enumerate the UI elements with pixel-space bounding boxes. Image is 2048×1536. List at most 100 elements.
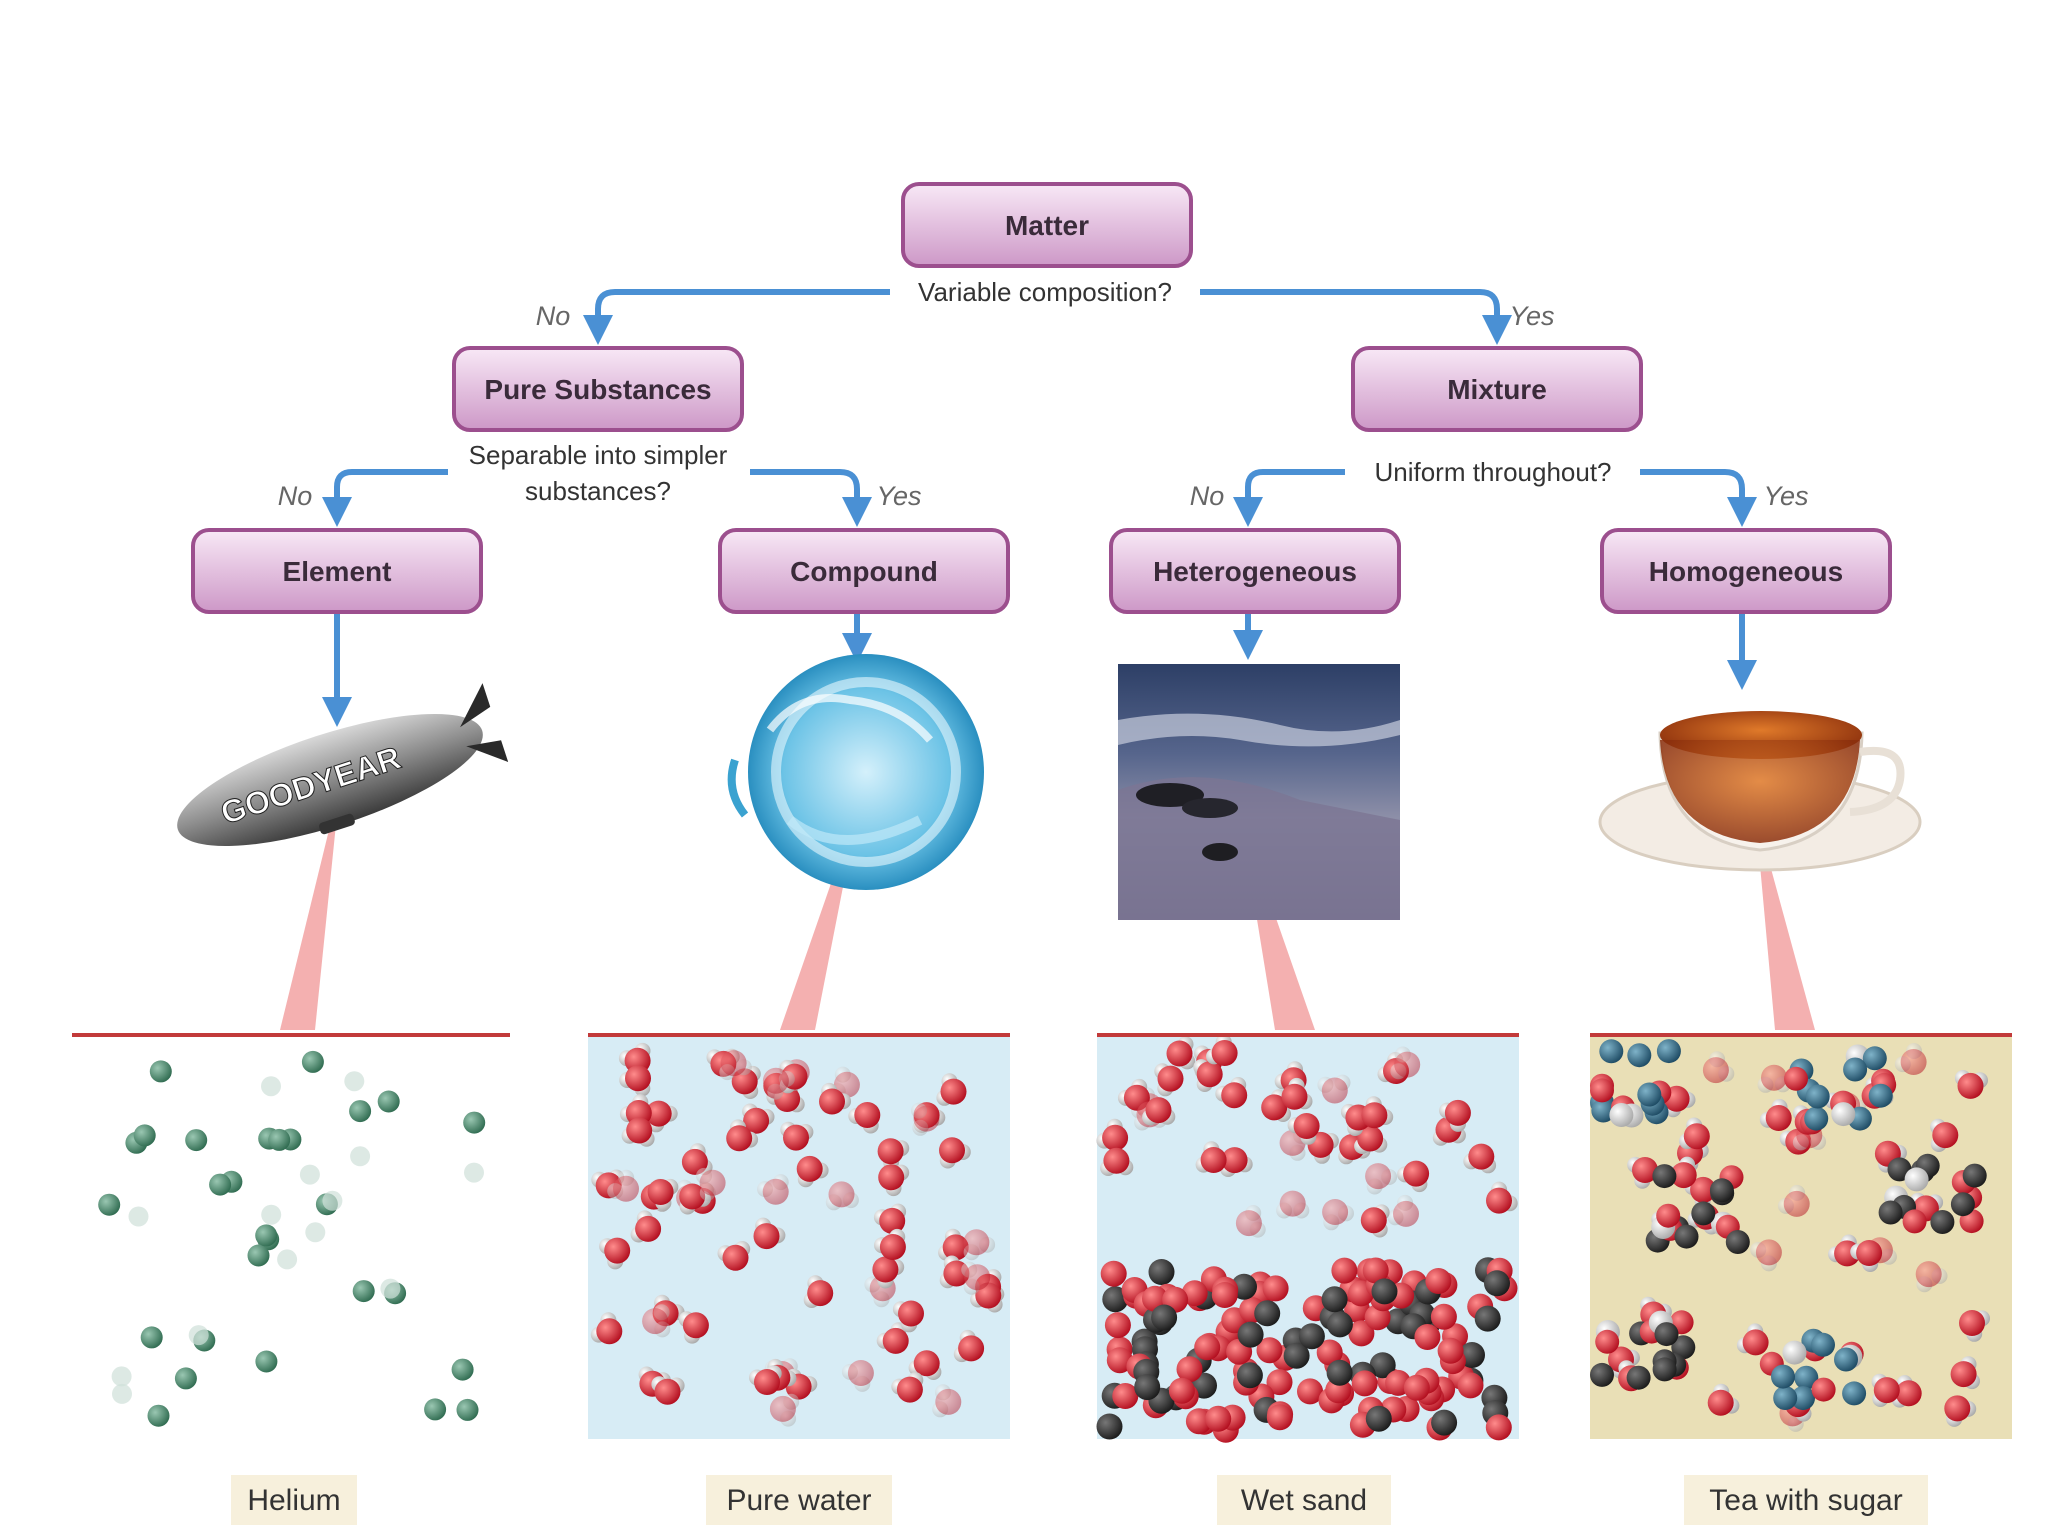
- oxygen-atom: [1414, 1324, 1441, 1350]
- silicon-atom: [1321, 1286, 1348, 1313]
- sugar-atom: [1950, 1192, 1975, 1217]
- oxygen-atom: [1403, 1160, 1430, 1187]
- silicon-atom: [1484, 1270, 1510, 1297]
- helium-atom: [451, 1358, 474, 1381]
- silicon-atom: [1371, 1278, 1398, 1305]
- answer-yes-homogeneous: Yes: [1763, 481, 1808, 511]
- node-pure-substances-label: Pure Substances: [484, 374, 711, 405]
- oxygen-atom: [963, 1229, 990, 1256]
- example-helium-text: Helium: [247, 1484, 340, 1517]
- sugar-atom: [1656, 1203, 1681, 1228]
- oxygen-atom: [913, 1105, 940, 1132]
- oxygen-atom: [807, 1280, 834, 1307]
- oxygen-atom: [1365, 1163, 1392, 1190]
- oxygen-atom: [1915, 1261, 1942, 1288]
- example-tea-with-sugar-text: Tea with sugar: [1709, 1484, 1902, 1517]
- sugar-atom: [1794, 1365, 1819, 1390]
- arrow-to-mixture: [1200, 289, 1512, 345]
- oxygen-atom: [613, 1175, 639, 1202]
- oxygen-atom: [1755, 1239, 1782, 1266]
- example-wet-sand-text: Wet sand: [1241, 1484, 1367, 1517]
- silicon-atom: [1151, 1304, 1178, 1331]
- oxygen-atom: [1262, 1275, 1289, 1302]
- oxygen-atom: [1281, 1083, 1308, 1110]
- oxygen-atom: [1403, 1374, 1430, 1401]
- oxygen-atom: [642, 1308, 669, 1335]
- helium-atom: [147, 1404, 170, 1427]
- oxygen-atom: [1393, 1200, 1419, 1227]
- helium-atom: [377, 1090, 400, 1113]
- oxygen-atom: [1486, 1187, 1512, 1214]
- oxygen-atom: [1102, 1124, 1129, 1151]
- helium-atom: [380, 1278, 401, 1299]
- helium-atom: [255, 1224, 278, 1247]
- helium-atom: [140, 1326, 163, 1349]
- sugar-atom: [1831, 1102, 1856, 1127]
- sugar-atom: [1784, 1066, 1808, 1091]
- sugar-atom: [1930, 1210, 1955, 1234]
- panel-helium: [72, 1033, 510, 1439]
- sugar-atom: [1842, 1381, 1867, 1406]
- oxygen-atom: [1200, 1147, 1227, 1173]
- zoom-pointers: [280, 785, 1815, 1030]
- node-element-label: Element: [283, 556, 392, 587]
- helium-atom: [261, 1204, 282, 1225]
- node-heterogeneous-label: Heterogeneous: [1153, 556, 1357, 587]
- oxygen-atom: [1261, 1094, 1288, 1121]
- arrow-to-compound: [750, 469, 872, 527]
- question-separable-line2: substances?: [525, 476, 671, 506]
- example-label-tea-with-sugar: Tea with sugar: [1684, 1475, 1928, 1525]
- oxygen-atom: [647, 1179, 674, 1205]
- sugar-atom: [1868, 1083, 1893, 1108]
- tea-photo: [1598, 711, 1922, 872]
- arrow-to-heterogeneous: [1233, 469, 1345, 527]
- oxygen-atom: [1670, 1162, 1697, 1189]
- helium-atom: [352, 1280, 375, 1303]
- oxygen-atom: [743, 1107, 770, 1134]
- silicon-atom: [1148, 1259, 1175, 1285]
- oxygen-atom: [1702, 1057, 1729, 1084]
- helium-atom: [149, 1060, 172, 1083]
- silicon-atom: [1431, 1409, 1458, 1436]
- question-uniform-throughout: Uniform throughout?: [1374, 457, 1611, 487]
- node-pure-substances: Pure Substances: [452, 346, 744, 432]
- answer-no-pure: No: [536, 301, 571, 331]
- sugar-atom: [1637, 1082, 1662, 1107]
- oxygen-atom: [877, 1138, 904, 1165]
- oxygen-atom: [1185, 1408, 1212, 1435]
- oxygen-atom: [596, 1318, 623, 1345]
- oxygen-atom: [964, 1264, 991, 1291]
- node-element: Element: [191, 528, 483, 614]
- oxygen-atom: [762, 1067, 789, 1094]
- oxygen-atom: [1944, 1395, 1971, 1422]
- sugar-atom: [1773, 1386, 1798, 1410]
- oxygen-atom: [1742, 1329, 1769, 1356]
- oxygen-atom: [1106, 1347, 1133, 1374]
- oxygen-atom: [1194, 1334, 1221, 1361]
- question-variable-composition: Variable composition?: [918, 277, 1172, 307]
- silicon-atom: [1326, 1359, 1353, 1386]
- oxygen-atom: [645, 1100, 672, 1127]
- sugar-atom: [1674, 1224, 1699, 1249]
- oxygen-atom: [854, 1102, 881, 1128]
- oxygen-atom: [1211, 1040, 1238, 1066]
- helium-atom: [188, 1325, 209, 1346]
- oxygen-atom: [796, 1155, 823, 1182]
- oxygen-atom: [819, 1088, 845, 1115]
- silicon-atom: [1236, 1362, 1263, 1389]
- helium-atom: [111, 1366, 132, 1387]
- oxygen-atom: [1362, 1257, 1389, 1284]
- sugar-atom: [1843, 1057, 1868, 1082]
- helium-atom: [301, 1050, 324, 1073]
- silicon-atom: [1365, 1405, 1392, 1432]
- oxygen-atom: [1783, 1190, 1810, 1217]
- arrow-to-homogeneous: [1640, 469, 1757, 527]
- example-label-wet-sand: Wet sand: [1217, 1475, 1391, 1525]
- oxygen-atom: [1205, 1405, 1232, 1432]
- oxygen-atom: [720, 1050, 747, 1077]
- oxygen-atom: [625, 1065, 651, 1092]
- sugar-atom: [1804, 1106, 1829, 1131]
- oxygen-atom: [769, 1395, 796, 1422]
- oxygen-atom: [1104, 1312, 1131, 1339]
- oxygen-atom: [1297, 1378, 1323, 1405]
